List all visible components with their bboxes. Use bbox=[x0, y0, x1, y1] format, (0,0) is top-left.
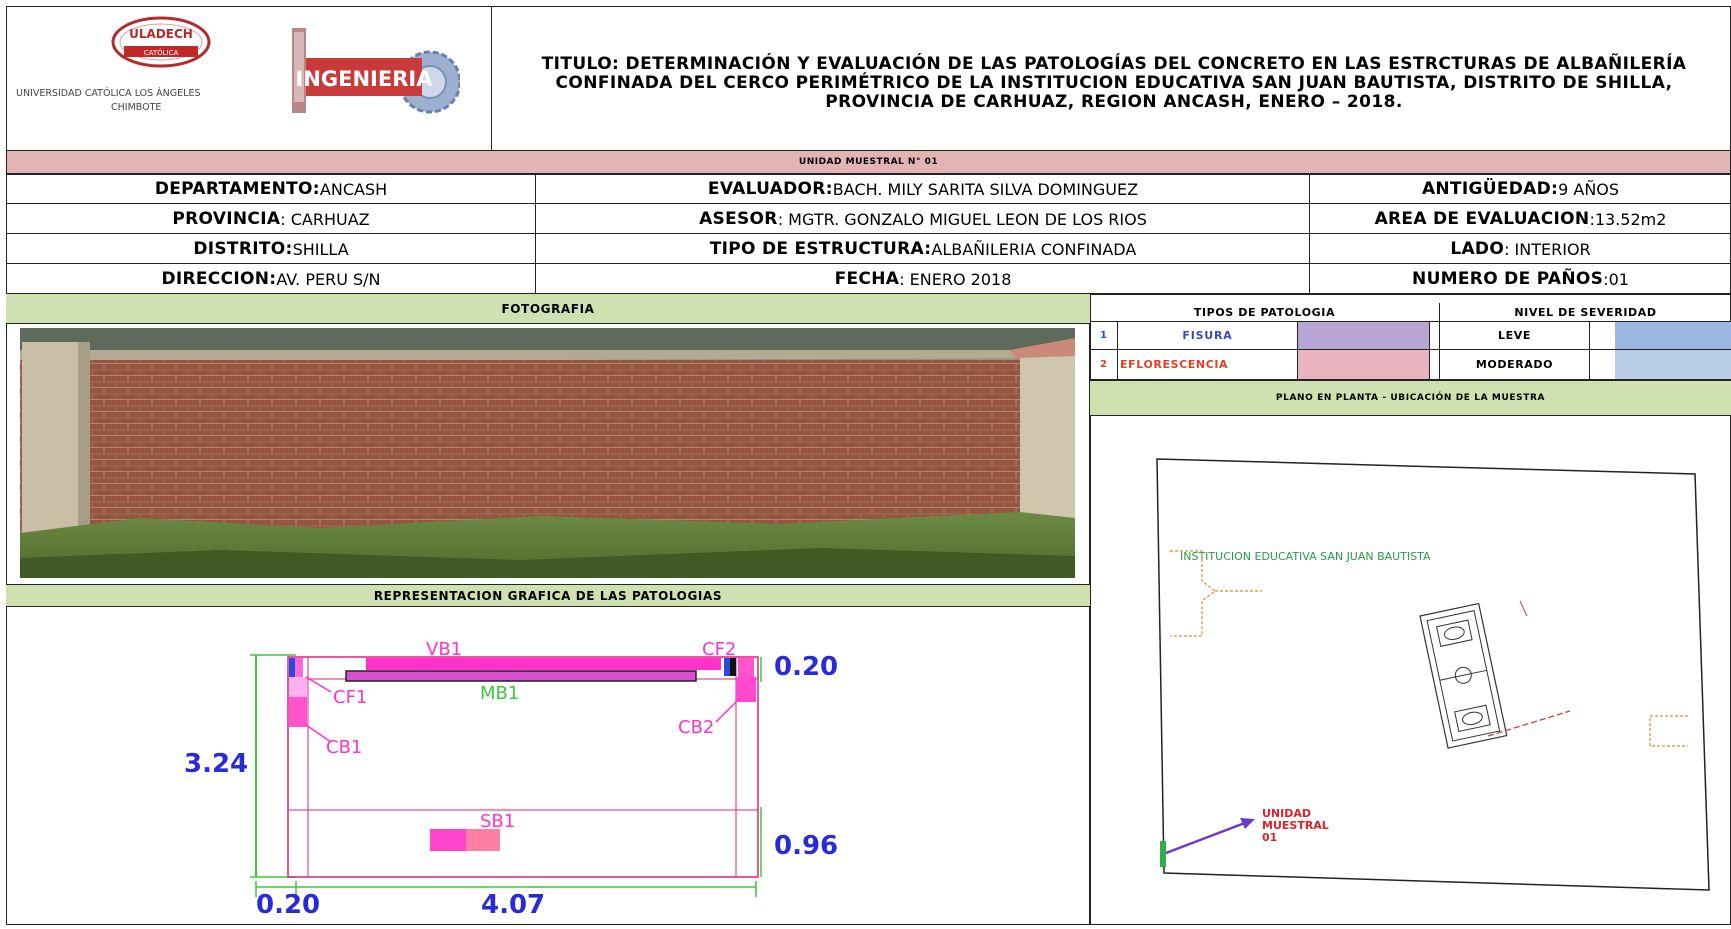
asesor-field: ASESOR: MGTR. GONZALO MIGUEL LEON DE LOS… bbox=[536, 204, 1310, 234]
cb1-label: CB1 bbox=[326, 737, 362, 758]
leve-label: LEVE bbox=[1440, 322, 1590, 349]
tipo-estructura-value: ALBAÑILERIA CONFINADA bbox=[931, 239, 1137, 259]
info-col-2 bbox=[536, 174, 1310, 294]
pathology-drawing-svg: VB1 CF2 CF1 MB1 CB1 CB2 SB1 3.24 0.20 0.… bbox=[184, 639, 838, 920]
document-title: TITULO: DETERMINACIÓN Y EVALUACIÓN DE LA… bbox=[541, 53, 1687, 112]
fecha-label: FECHA bbox=[834, 269, 900, 289]
unidad-muestral-label-3: 01 bbox=[1262, 831, 1277, 844]
dim-right: 0.96 bbox=[774, 831, 838, 861]
wall-photo bbox=[20, 328, 1075, 578]
provincia-field: PROVINCIA: CARHUAZ bbox=[6, 204, 536, 234]
lado-value: : INTERIOR bbox=[1504, 239, 1591, 259]
unidad-muestral-label-2: MUESTRAL bbox=[1262, 819, 1329, 832]
nivel-header: NIVEL DE SEVERIDAD bbox=[1440, 303, 1731, 322]
lado-label: LADO bbox=[1450, 239, 1505, 259]
antiguedad-label: ANTIGÜEDAD: bbox=[1421, 179, 1559, 199]
fecha-field: FECHA: ENERO 2018 bbox=[536, 264, 1310, 294]
fotografia-header: FOTOGRAFIA bbox=[6, 294, 1090, 324]
uladech-logo: ULADECH CATÓLICA UNIVERSIDAD CATÓLICA LO… bbox=[16, 16, 211, 113]
lado-field: LADO: INTERIOR bbox=[1310, 234, 1731, 264]
wall-photo-image bbox=[20, 328, 1075, 578]
university-name: UNIVERSIDAD CATÓLICA LOS ÁNGELES bbox=[16, 87, 200, 99]
unidad-muestral-label-1: UNIDAD bbox=[1262, 807, 1311, 820]
info-row-1 bbox=[6, 174, 1731, 204]
catolica-logo-text: CATÓLICA bbox=[144, 48, 179, 57]
asesor-label: ASESOR bbox=[699, 209, 778, 229]
dim-width: 4.07 bbox=[481, 890, 545, 920]
dim-col: 0.20 bbox=[256, 890, 320, 920]
numero-panos-label: NUMERO DE PAÑOS bbox=[1412, 269, 1604, 289]
ingenieria-logo-graphic: INGENIERIA bbox=[292, 28, 462, 114]
numero-panos-field: NUMERO DE PAÑOS:01 bbox=[1310, 264, 1731, 294]
tipo-estructura-field: TIPO DE ESTRUCTURA: ALBAÑILERIA CONFINAD… bbox=[536, 234, 1310, 264]
site-plan: INSTITUCION EDUCATIVA SAN JUAN BAUTISTA bbox=[1090, 416, 1731, 925]
tipo-estructura-label: TIPO DE ESTRUCTURA: bbox=[709, 239, 932, 259]
site-plan-svg: INSTITUCION EDUCATIVA SAN JUAN BAUTISTA bbox=[1156, 458, 1710, 891]
pathology-drawing: VB1 CF2 CF1 MB1 CB1 CB2 SB1 3.24 0.20 0.… bbox=[6, 607, 1090, 925]
distrito-value: SHILLA bbox=[292, 239, 349, 259]
distrito-label: DISTRITO: bbox=[193, 239, 293, 259]
mb1-label: MB1 bbox=[480, 683, 519, 704]
cf1-label: CF1 bbox=[333, 687, 367, 708]
leve-color-swatch bbox=[1615, 322, 1731, 349]
area-label: AREA DE EVALUACION bbox=[1374, 209, 1590, 229]
patologia-row-2: 2 EFLORESCENCIA MODERADO bbox=[1090, 350, 1731, 380]
patologia-row-1: 1 FISURA LEVE bbox=[1090, 322, 1731, 350]
fisura-color-swatch bbox=[1298, 322, 1430, 349]
departamento-field: DEPARTAMENTO: ANCASH bbox=[6, 174, 536, 204]
distrito-field: DISTRITO: SHILLA bbox=[6, 234, 536, 264]
area-field: AREA DE EVALUACION:13.52m2 bbox=[1310, 204, 1731, 234]
ingenieria-logo-text: INGENIERIA bbox=[296, 67, 434, 91]
direccion-value: AV. PERU S/N bbox=[276, 269, 381, 289]
direccion-label: DIRECCION: bbox=[161, 269, 277, 289]
ingenieria-logo: INGENIERIA bbox=[290, 28, 462, 118]
departamento-label: DEPARTAMENTO: bbox=[154, 179, 320, 199]
dim-height: 3.24 bbox=[184, 749, 248, 779]
info-row-2 bbox=[6, 204, 1731, 234]
evaluador-value: BACH. MILY SARITA SILVA DOMINGUEZ bbox=[832, 179, 1139, 199]
university-city: CHIMBOTE bbox=[111, 102, 161, 113]
moderado-label: MODERADO bbox=[1440, 350, 1590, 379]
institucion-label: INSTITUCION EDUCATIVA SAN JUAN BAUTISTA bbox=[1180, 550, 1431, 563]
row-number: 2 bbox=[1090, 350, 1118, 379]
asesor-value: : MGTR. GONZALO MIGUEL LEON DE LOS RIOS bbox=[777, 209, 1147, 229]
provincia-label: PROVINCIA bbox=[172, 209, 281, 229]
info-row-3 bbox=[6, 234, 1731, 264]
antiguedad-field: ANTIGÜEDAD: 9 AÑOS bbox=[1310, 174, 1731, 204]
logo-panel: ULADECH CATÓLICA UNIVERSIDAD CATÓLICA LO… bbox=[6, 6, 492, 166]
numero-panos-value: :01 bbox=[1603, 269, 1629, 289]
plano-header: PLANO EN PLANTA - UBICACIÓN DE LA MUESTR… bbox=[1090, 380, 1731, 416]
dim-top: 0.20 bbox=[774, 652, 838, 682]
direccion-field: DIRECCION: AV. PERU S/N bbox=[6, 264, 536, 294]
fecha-value: : ENERO 2018 bbox=[899, 269, 1012, 289]
unidad-muestral-bar: UNIDAD MUESTRAL N° 01 bbox=[6, 150, 1731, 174]
moderado-color-swatch bbox=[1615, 350, 1731, 379]
sb1-label: SB1 bbox=[480, 811, 515, 832]
vb1-label: VB1 bbox=[426, 639, 462, 660]
provincia-value: : CARHUAZ bbox=[280, 209, 370, 229]
evaluador-label: EVALUADOR: bbox=[707, 179, 833, 199]
building-outline bbox=[1419, 602, 1508, 749]
fisura-label: FISURA bbox=[1118, 322, 1298, 349]
cb2-label: CB2 bbox=[678, 717, 714, 738]
eflorescencia-label: EFLORESCENCIA bbox=[1118, 350, 1298, 379]
eflorescencia-color-swatch bbox=[1298, 350, 1430, 379]
evaluador-field: EVALUADOR: BACH. MILY SARITA SILVA DOMIN… bbox=[536, 174, 1310, 204]
tipos-divider bbox=[1090, 303, 1440, 380]
info-col-1 bbox=[6, 174, 536, 294]
departamento-value: ANCASH bbox=[319, 179, 388, 199]
representacion-header: REPRESENTACION GRAFICA DE LAS PATOLOGIAS bbox=[6, 584, 1090, 607]
antiguedad-value: 9 AÑOS bbox=[1558, 179, 1620, 199]
uladech-logo-text: ULADECH bbox=[129, 27, 193, 41]
cf2-label: CF2 bbox=[702, 639, 736, 660]
area-value: :13.52m2 bbox=[1589, 209, 1667, 229]
row-number: 1 bbox=[1090, 322, 1118, 349]
